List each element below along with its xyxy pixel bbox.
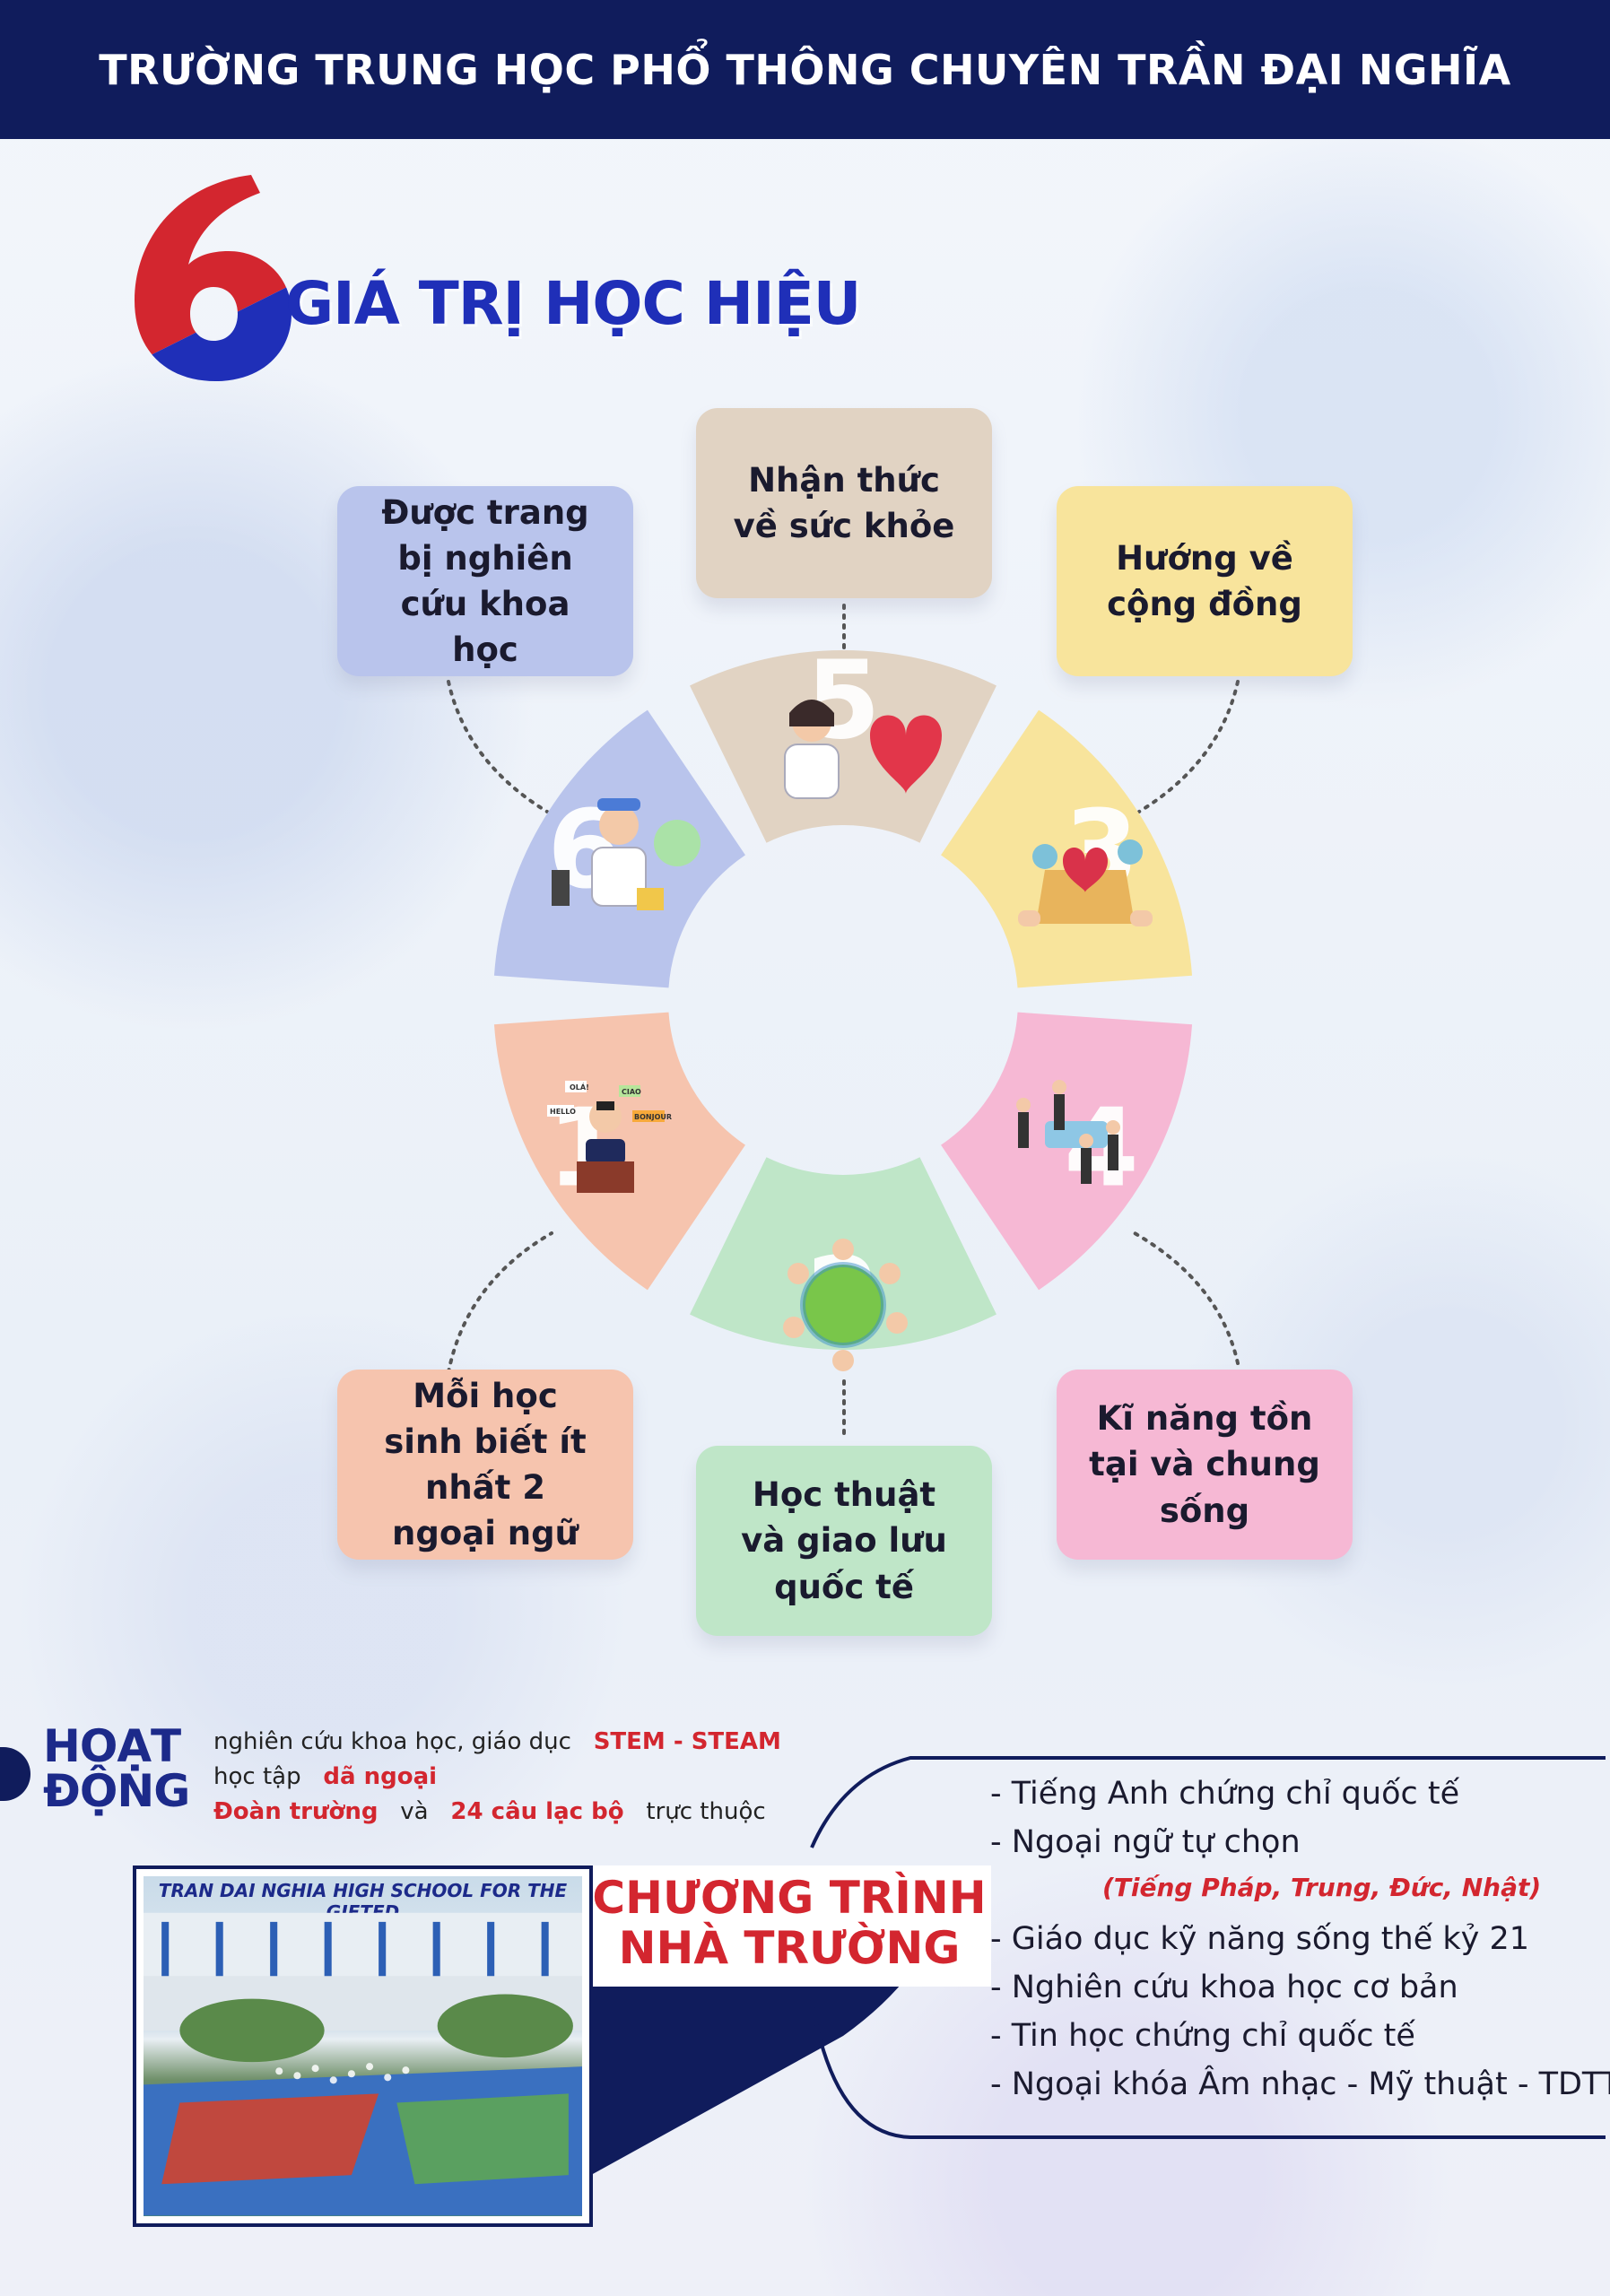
program-title: CHƯƠNG TRÌNH NHÀ TRƯỜNG xyxy=(592,1873,987,1973)
activities-text: nghiên cứu khoa học, giáo dục xyxy=(213,1728,571,1755)
activities-title: HOẠT ĐỘNG xyxy=(43,1720,190,1817)
connector-1 xyxy=(447,680,549,813)
donation-box-icon xyxy=(1018,839,1153,926)
speaker-languages-icon: OLÁ! CIAO HELLO BONJOUR xyxy=(547,1081,672,1193)
school-building-illustration xyxy=(144,1912,582,2216)
value-box-community: Hướng về cộng đồng xyxy=(1057,486,1353,676)
scientist-icon xyxy=(552,798,701,910)
activities-title-line2: ĐỘNG xyxy=(43,1765,190,1817)
section-title: GIÁ TRỊ HỌC HIỆU xyxy=(285,269,861,338)
program-item: - Giáo dục kỹ năng sống thế kỷ 21 xyxy=(990,1921,1529,1957)
program-item: - Nghiên cứu khoa học cơ bản xyxy=(990,1970,1458,2005)
activities-highlight: Đoàn trường xyxy=(213,1798,379,1825)
activities-text: trực thuộc xyxy=(646,1798,766,1825)
speech-bubble: BONJOUR xyxy=(634,1113,672,1121)
connector-4 xyxy=(447,1231,553,1374)
program-title-line1: CHƯƠNG TRÌNH xyxy=(592,1872,987,1924)
program-item: - Tiếng Anh chứng chỉ quốc tế xyxy=(990,1776,1460,1812)
activities-line-1: nghiên cứu khoa học, giáo dục STEM - STE… xyxy=(213,1728,781,1755)
program-item: - Ngoại ngữ tự chọn xyxy=(990,1824,1301,1860)
value-label: Mỗi học sinh biết ít nhất 2 ngoại ngữ xyxy=(384,1376,587,1553)
activities-highlight: STEM - STEAM xyxy=(593,1728,781,1755)
value-label: Hướng về cộng đồng xyxy=(1107,538,1302,623)
connector-6 xyxy=(1133,1231,1240,1365)
wheel-number: 4 xyxy=(1064,1086,1139,1211)
activities-line-3: Đoàn trường và 24 câu lạc bộ trực thuộc xyxy=(213,1798,766,1825)
activities-highlight: dã ngoại xyxy=(323,1763,438,1790)
program-list: - Tiếng Anh chứng chỉ quốc tế - Ngoại ng… xyxy=(990,1776,1610,2115)
value-box-research: Được trang bị nghiên cứu khoa học xyxy=(337,486,633,676)
school-name: TRƯỜNG TRUNG HỌC PHỔ THÔNG CHUYÊN TRẦN Đ… xyxy=(99,45,1511,94)
speech-bubble: OLÁ! xyxy=(570,1082,589,1091)
speech-bubble: HELLO xyxy=(550,1108,576,1116)
photo-caption: TRAN DAI NGHIA HIGH SCHOOL FOR THE GIFTE… xyxy=(158,1880,568,1923)
activities-text: học tập xyxy=(213,1763,301,1790)
value-label: Học thuật và giao lưu quốc tế xyxy=(741,1475,947,1606)
value-label: Kĩ năng tồn tại và chung sống xyxy=(1089,1399,1320,1530)
speech-bubble: CIAO xyxy=(622,1088,641,1096)
program-item-note: (Tiếng Pháp, Trung, Đức, Nhật) xyxy=(1102,1873,1542,1902)
activities-line-2: học tập dã ngoại xyxy=(213,1763,437,1790)
value-label: Nhận thức về sức khỏe xyxy=(733,460,955,545)
program-title-line2: NHÀ TRƯỜNG xyxy=(618,1922,961,1974)
number-six-logo: 6 xyxy=(135,175,292,381)
activities-highlight: 24 câu lạc bộ xyxy=(450,1798,624,1825)
page-header: TRƯỜNG TRUNG HỌC PHỔ THÔNG CHUYÊN TRẦN Đ… xyxy=(0,0,1610,139)
globe-people-icon xyxy=(783,1239,908,1371)
activities-text: và xyxy=(400,1798,429,1825)
school-photo: TRAN DAI NGHIA HIGH SCHOOL FOR THE GIFTE… xyxy=(144,1876,582,2216)
connector-3 xyxy=(1137,680,1240,813)
value-box-international: Học thuật và giao lưu quốc tế xyxy=(696,1446,992,1636)
value-box-languages: Mỗi học sinh biết ít nhất 2 ngoại ngữ xyxy=(337,1370,633,1560)
segment-life-skills xyxy=(941,1012,1193,1291)
program-item: - Tin học chứng chỉ quốc tế xyxy=(990,2018,1415,2054)
segment-health xyxy=(690,650,996,843)
value-label: Được trang bị nghiên cứu khoa học xyxy=(381,492,589,670)
value-box-health: Nhận thức về sức khỏe xyxy=(696,408,992,598)
value-box-life-skills: Kĩ năng tồn tại và chung sống xyxy=(1057,1370,1353,1560)
program-item: - Ngoại khóa Âm nhạc - Mỹ thuật - TDTT xyxy=(990,2066,1610,2102)
doctor-heart-icon xyxy=(784,700,942,799)
activities-title-line1: HOẠT xyxy=(43,1720,181,1772)
school-photo-frame: TRAN DAI NGHIA HIGH SCHOOL FOR THE GIFTE… xyxy=(133,1866,593,2227)
puzzle-people-icon xyxy=(1016,1080,1120,1184)
